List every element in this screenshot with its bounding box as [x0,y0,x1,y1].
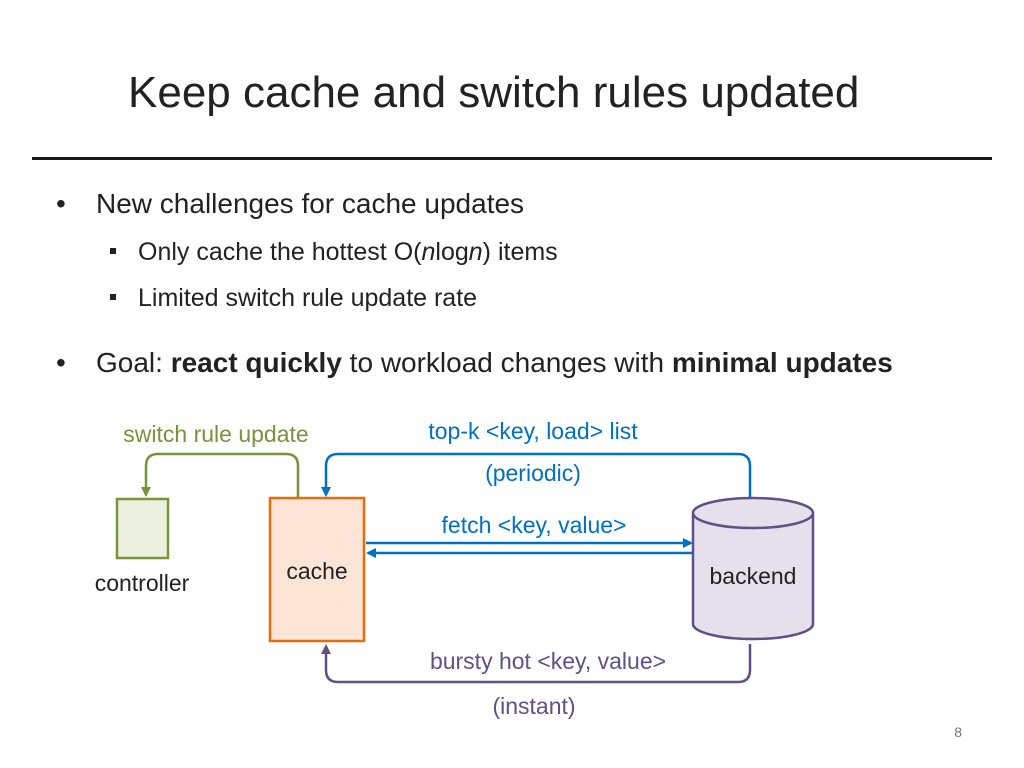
sub-bullet-italic: n [468,238,483,266]
cache-label: cache [286,558,347,584]
sub-bullet-rule-rate: Limited switch rule update rate [110,284,477,313]
backend-cylinder [691,496,815,641]
backend-label: backend [710,563,797,589]
goal-text-pre: Goal: [96,347,171,378]
bullet-challenges: • New challenges for cache updates [56,188,524,220]
cache-box [268,496,366,643]
topk-list-label: top-k <key, load> list [428,418,638,444]
slide-title: Keep cache and switch rules updated [128,68,860,117]
controller-box [115,497,170,560]
goal-bold-react: react quickly [170,347,342,378]
bursty-hot-arrow [321,644,752,684]
sub-bullet-text-mid: log [435,238,469,266]
sub-bullet-italic: n [421,238,436,266]
bullet-marker: • [56,188,66,219]
bullet-goal: • Goal: react quickly to workload changes… [56,347,893,379]
sub-bullet-text: Limited switch rule update rate [138,284,478,312]
controller-label: controller [95,570,190,596]
switch-rule-update-label: switch rule update [123,421,308,447]
sub-bullet-marker [110,294,116,301]
goal-text-mid: to workload changes with [341,347,672,378]
bullet-marker: • [56,347,66,378]
topk-list-arrow [321,452,752,497]
sub-bullet-text-post: ) items [482,238,558,266]
page-number: 8 [954,724,962,740]
bullet-text: New challenges for cache updates [96,188,525,219]
fetch-label: fetch <key, value> [442,512,627,538]
title-divider [32,157,992,160]
instant-label: (instant) [492,693,575,719]
sub-bullet-hottest-items: Only cache the hottest O(nlogn) items [110,238,558,267]
sub-bullet-text-pre: Only cache the hottest O( [138,238,422,266]
switch-rule-update-arrow [141,452,300,497]
topk-periodic-label: (periodic) [485,460,581,486]
sub-bullet-marker [110,248,116,255]
goal-bold-minimal: minimal updates [671,347,893,378]
bursty-hot-label: bursty hot <key, value> [430,648,666,674]
